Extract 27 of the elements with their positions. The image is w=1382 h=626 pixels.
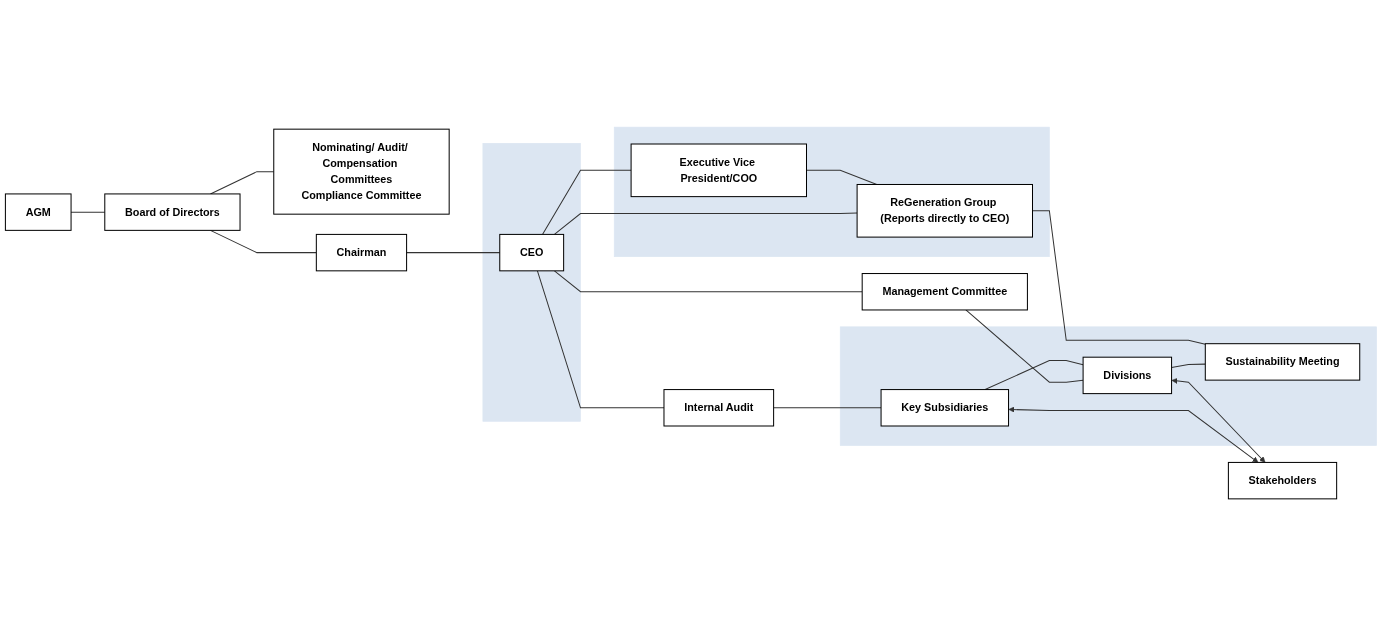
connector (806, 169, 878, 185)
node-box: Management Committee (861, 273, 1028, 311)
node-box: Key Subsidiaries (880, 389, 1010, 427)
connector (553, 212, 858, 235)
cluster (613, 126, 1050, 257)
node-box: Stakeholders (1227, 461, 1338, 500)
node-box: ReGeneration Group (Reports directly to CEO) (856, 183, 1033, 238)
connector (1032, 210, 1206, 345)
connector (984, 360, 1084, 391)
cluster (482, 143, 581, 422)
node-box: AGM (4, 193, 72, 231)
arrow (1171, 377, 1266, 463)
arrow (1008, 406, 1259, 463)
node-box: Chairman (315, 233, 408, 272)
node-box: Internal Audit (663, 389, 775, 427)
connector (965, 309, 1084, 383)
node-box: Divisions (1082, 356, 1173, 395)
node-box: Board of Directors (104, 193, 241, 231)
connector (542, 169, 632, 235)
connector (1171, 363, 1206, 369)
node-box: CEO (499, 233, 565, 272)
cluster (839, 326, 1377, 446)
node-box: Nominating/ Audit/ Compensation Committees Compliance Committee (273, 128, 450, 215)
connector (773, 407, 882, 409)
connector (553, 270, 863, 293)
node-box: Executive Vice President/COO (630, 143, 807, 198)
node-box: Sustainability Meeting (1204, 343, 1361, 381)
